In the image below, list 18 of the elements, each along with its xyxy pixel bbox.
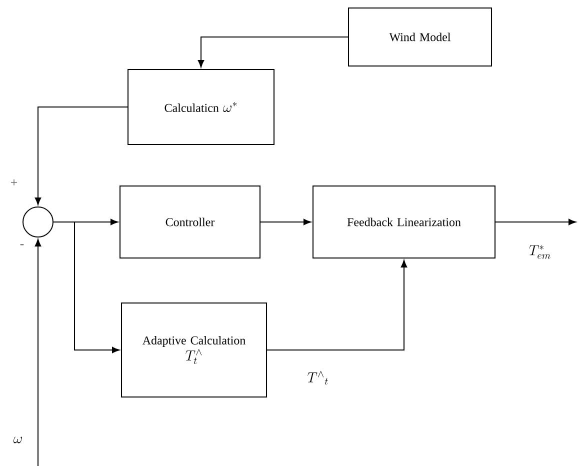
arrow: [198, 36, 348, 68]
process-box: Controller: [120, 186, 260, 258]
sign-label: +: [10, 179, 18, 186]
edge-label: $\omega$: [12, 436, 24, 444]
arrow: [34, 239, 42, 466]
process-box: Feedback Linearization: [312, 186, 496, 258]
arrow: [260, 218, 312, 226]
summing-junction: [22, 206, 54, 238]
sign-label: -: [20, 244, 24, 246]
edge-label: $T_{em}^{*}$: [528, 244, 552, 260]
arrow: [495, 218, 576, 226]
edge-label: $T^{\wedge}{}_{t}$: [306, 370, 330, 386]
arrow: [53, 222, 120, 354]
process-box: Adaptive Calculation $T_{t}^{\wedge}$: [121, 302, 267, 398]
arrow: [34, 106, 128, 205]
process-box: Wind Model: [348, 8, 492, 66]
process-box: Calculaticn $\omega^{*}$: [128, 69, 274, 145]
arrow: [266, 260, 408, 350]
